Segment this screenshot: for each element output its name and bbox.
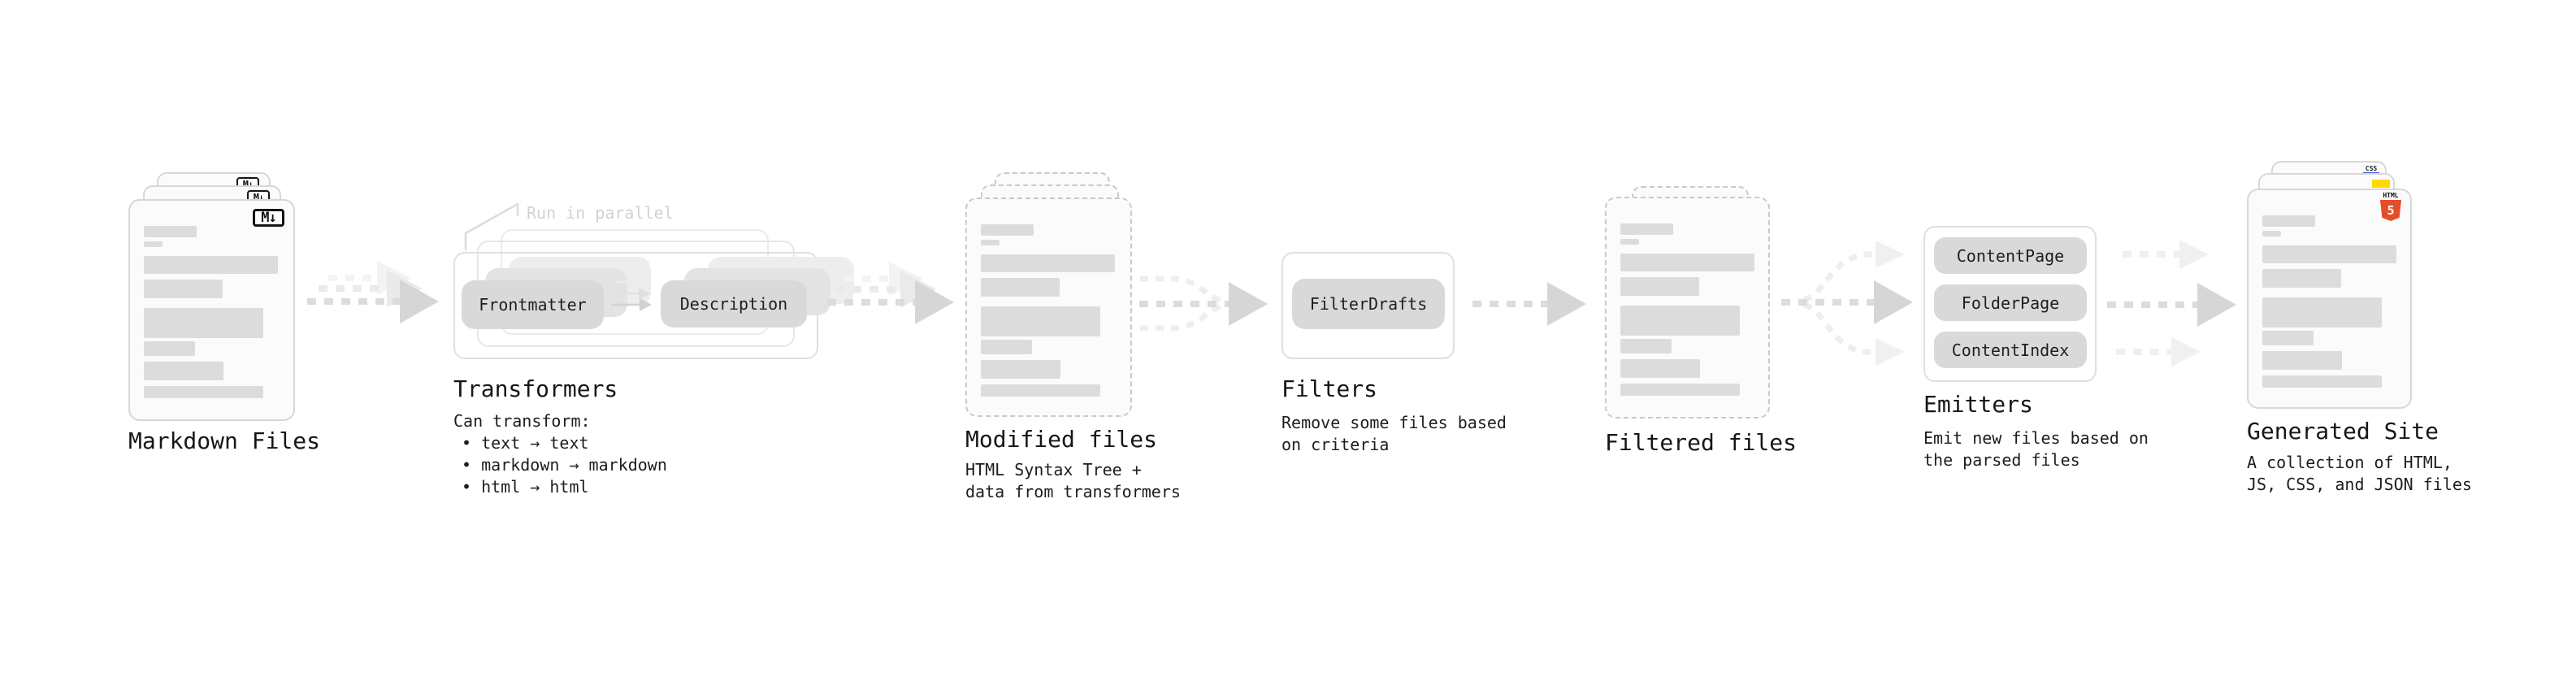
arrow-markdown-to-transformers <box>307 261 439 323</box>
document-placeholder-lines <box>981 224 1115 397</box>
description-pill: Description <box>661 280 807 327</box>
html5-icon: HTML 5 <box>2380 193 2401 221</box>
transformers-bullet: • html → html <box>462 477 589 497</box>
transformers-bullet: • text → text <box>462 433 589 453</box>
javascript-icon <box>2372 180 2390 188</box>
html5-icon-number: 5 <box>2387 203 2395 218</box>
filters-description: Remove some files based on criteria <box>1281 412 1507 456</box>
generated-site-desc-line: JS, CSS, and JSON files <box>2247 475 2472 494</box>
filters-desc-line: on criteria <box>1281 435 1390 454</box>
markdown-icon: M↓ <box>253 209 284 227</box>
emitters-description: Emit new files based on the parsed files <box>1923 427 2149 471</box>
markdown-files-label: Markdown Files <box>128 427 321 454</box>
arrow-filtered-to-emitters-split <box>1781 241 1913 366</box>
emitters-desc-line: the parsed files <box>1923 450 2080 470</box>
generated-site-desc-line: A collection of HTML, <box>2247 453 2452 472</box>
contentpage-pill: ContentPage <box>1934 237 2087 274</box>
generated-site-label: Generated Site <box>2247 418 2439 445</box>
arrow-filters-to-filtered <box>1472 282 1586 326</box>
emitters-label: Emitters <box>1923 391 2033 418</box>
transformers-bullet: • markdown → markdown <box>462 455 667 475</box>
transformers-desc-title: Can transform: <box>453 411 591 431</box>
markdown-file-card: M↓ <box>128 199 295 421</box>
emitters-desc-line: Emit new files based on <box>1923 428 2149 448</box>
contentindex-pill: ContentIndex <box>1934 332 2087 368</box>
filtered-files-label: Filtered files <box>1605 429 1798 456</box>
generated-site-description: A collection of HTML, JS, CSS, and JSON … <box>2247 452 2472 496</box>
emitters-frame <box>1923 226 2097 382</box>
modified-files-desc-line: HTML Syntax Tree + <box>965 460 1142 479</box>
modified-files-label: Modified files <box>965 426 1158 453</box>
transformers-description: Can transform: • text → text • markdown … <box>453 410 667 498</box>
frontmatter-pill: Frontmatter <box>462 280 604 329</box>
document-placeholder-lines <box>144 226 278 398</box>
filterdrafts-pill: FilterDrafts <box>1292 279 1445 329</box>
css-icon-label: CSS <box>2365 165 2378 172</box>
html5-icon-shield: 5 <box>2380 200 2401 221</box>
arrow-modified-to-filters-merge <box>1139 275 1268 332</box>
filters-desc-line: Remove some files based <box>1281 413 1507 432</box>
filtered-file-card <box>1605 197 1770 419</box>
modified-file-card <box>965 197 1132 417</box>
filters-frame <box>1281 252 1455 359</box>
document-placeholder-lines <box>1620 223 1754 396</box>
transformers-label: Transformers <box>453 375 618 402</box>
html5-icon-label: HTML <box>2383 192 2399 199</box>
filters-label: Filters <box>1281 375 1378 402</box>
arrow-emitters-to-generated <box>2107 240 2236 367</box>
run-in-parallel-note: Run in parallel <box>527 203 674 223</box>
modified-files-description: HTML Syntax Tree + data from transformer… <box>965 459 1181 503</box>
modified-files-desc-line: data from transformers <box>965 482 1181 501</box>
generated-html-file-card: HTML 5 <box>2247 189 2412 409</box>
document-placeholder-lines <box>2262 215 2396 388</box>
folderpage-pill: FolderPage <box>1934 284 2087 321</box>
